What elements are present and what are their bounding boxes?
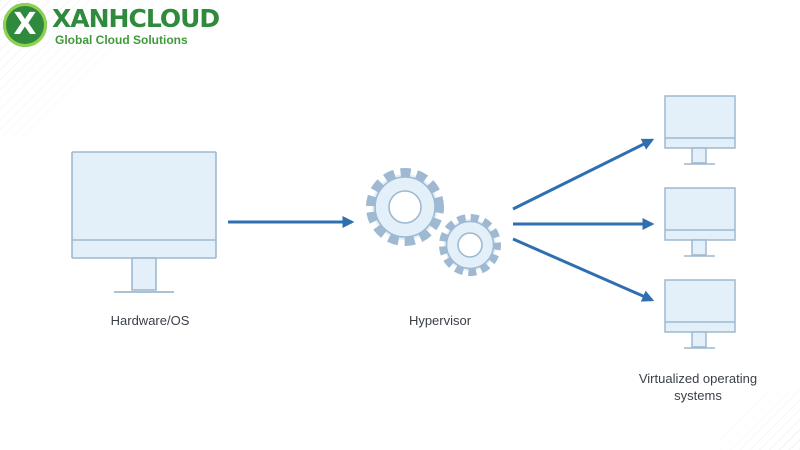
gear-icon	[366, 168, 444, 246]
vm-monitor-icon	[664, 279, 736, 349]
arrow-right-icon	[512, 138, 655, 211]
virtualized-os-label-line1: Virtualized operating	[638, 371, 758, 386]
virtualized-os-label-line2: systems	[674, 388, 722, 403]
hypervisor-label: Hypervisor	[408, 313, 472, 328]
logo-name: XANHCLOUD	[52, 4, 220, 33]
vm-monitor-icon	[664, 95, 736, 165]
logo-badge-icon	[3, 3, 47, 47]
logo-mark: X	[13, 7, 37, 42]
virtualized-os-label: Virtualized operating systems	[628, 370, 768, 404]
hardware-os-label: Hardware/OS	[110, 313, 190, 328]
gear-icon	[439, 214, 501, 276]
arrow-right-icon	[512, 237, 655, 302]
vm-monitor-icon	[664, 187, 736, 257]
logo-tagline: Global Cloud Solutions	[55, 33, 188, 47]
hardware-monitor-icon	[71, 151, 217, 293]
xanhcloud-logo[interactable]: X XANHCLOUD Global Cloud Solutions	[3, 3, 220, 49]
background-stripes-bottom	[720, 390, 800, 450]
